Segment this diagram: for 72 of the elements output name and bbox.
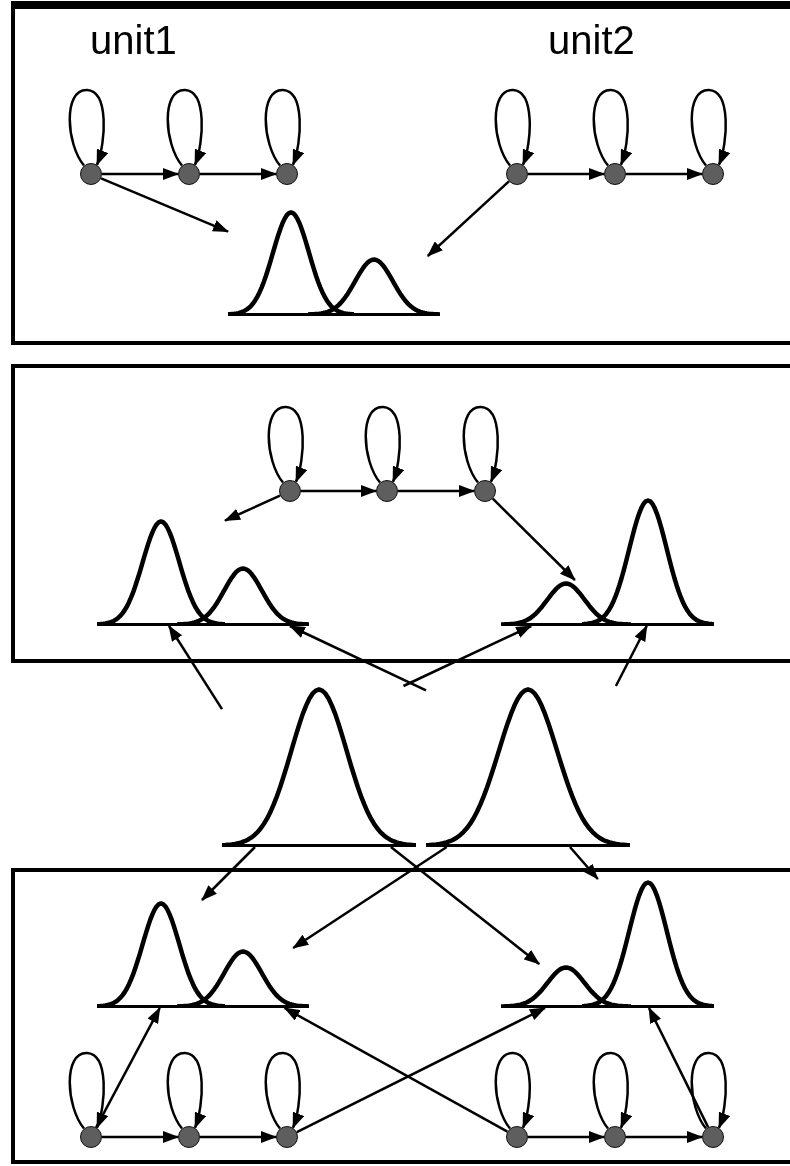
state-circle bbox=[80, 1126, 102, 1148]
state-circle bbox=[702, 163, 724, 185]
state-circle bbox=[506, 1126, 528, 1148]
panel-frame bbox=[11, 1, 790, 345]
self-loop-arrow bbox=[690, 88, 730, 167]
state-circle bbox=[178, 1126, 200, 1148]
self-loop-arrow bbox=[592, 1051, 632, 1130]
state-circle bbox=[702, 1126, 724, 1148]
state-circle bbox=[276, 1126, 298, 1148]
arrow bbox=[95, 1007, 161, 1128]
self-loop-arrow bbox=[364, 405, 404, 484]
state-circle bbox=[604, 163, 626, 185]
arrow bbox=[100, 177, 229, 233]
arrow bbox=[398, 485, 475, 497]
bell-curve bbox=[97, 518, 225, 626]
arrow bbox=[283, 1006, 508, 1133]
self-loop-arrow bbox=[68, 1051, 108, 1130]
arrow bbox=[102, 168, 179, 180]
self-loop-arrow bbox=[264, 88, 304, 167]
arrow bbox=[201, 846, 256, 901]
self-loop-arrow bbox=[494, 88, 534, 167]
self-loop-arrow bbox=[264, 1051, 304, 1130]
state-circle bbox=[506, 163, 528, 185]
panel-frame bbox=[11, 868, 790, 1164]
self-loop-arrow bbox=[267, 405, 307, 484]
bell-curve bbox=[177, 948, 309, 1008]
self-loop-arrow bbox=[166, 1051, 206, 1130]
arrow bbox=[626, 168, 703, 180]
bell-curve bbox=[501, 964, 631, 1008]
bell-curve bbox=[426, 686, 630, 847]
arrow bbox=[390, 846, 540, 965]
state-circle bbox=[376, 480, 398, 502]
self-loop-arrow bbox=[690, 1051, 730, 1130]
bell-curve bbox=[222, 686, 416, 847]
bell-curve bbox=[177, 565, 309, 626]
state-circle bbox=[276, 163, 298, 185]
arrow bbox=[200, 1131, 277, 1143]
arrow bbox=[426, 180, 510, 257]
arrow bbox=[289, 624, 427, 692]
arrow bbox=[167, 625, 224, 710]
self-loop-arrow bbox=[494, 1051, 534, 1130]
self-loop-arrow bbox=[68, 88, 108, 167]
arrow bbox=[626, 1131, 703, 1143]
arrow bbox=[402, 624, 533, 688]
bell-curve bbox=[582, 497, 714, 626]
arrow bbox=[296, 1006, 546, 1134]
unit-label: unit1 bbox=[90, 20, 177, 60]
bell-curve bbox=[582, 879, 714, 1008]
arrow bbox=[614, 625, 648, 687]
state-circle bbox=[178, 163, 200, 185]
state-circle bbox=[604, 1126, 626, 1148]
bell-curve bbox=[308, 256, 440, 316]
unit-label: unit2 bbox=[548, 20, 635, 60]
arrow bbox=[528, 1131, 605, 1143]
bell-curve bbox=[228, 209, 354, 316]
state-circle bbox=[474, 480, 496, 502]
arrow bbox=[102, 1131, 179, 1143]
bell-curve bbox=[97, 900, 225, 1008]
arrow bbox=[301, 485, 377, 497]
bell-curve bbox=[501, 580, 631, 626]
arrow bbox=[528, 168, 605, 180]
state-circle bbox=[279, 480, 301, 502]
self-loop-arrow bbox=[462, 405, 502, 484]
arrow bbox=[200, 168, 277, 180]
arrow bbox=[569, 846, 599, 880]
self-loop-arrow bbox=[592, 88, 632, 167]
self-loop-arrow bbox=[166, 88, 206, 167]
panel-frame bbox=[11, 364, 790, 663]
arrow bbox=[647, 1007, 710, 1128]
arrow bbox=[224, 494, 281, 522]
arrow bbox=[491, 497, 576, 581]
state-circle bbox=[80, 163, 102, 185]
